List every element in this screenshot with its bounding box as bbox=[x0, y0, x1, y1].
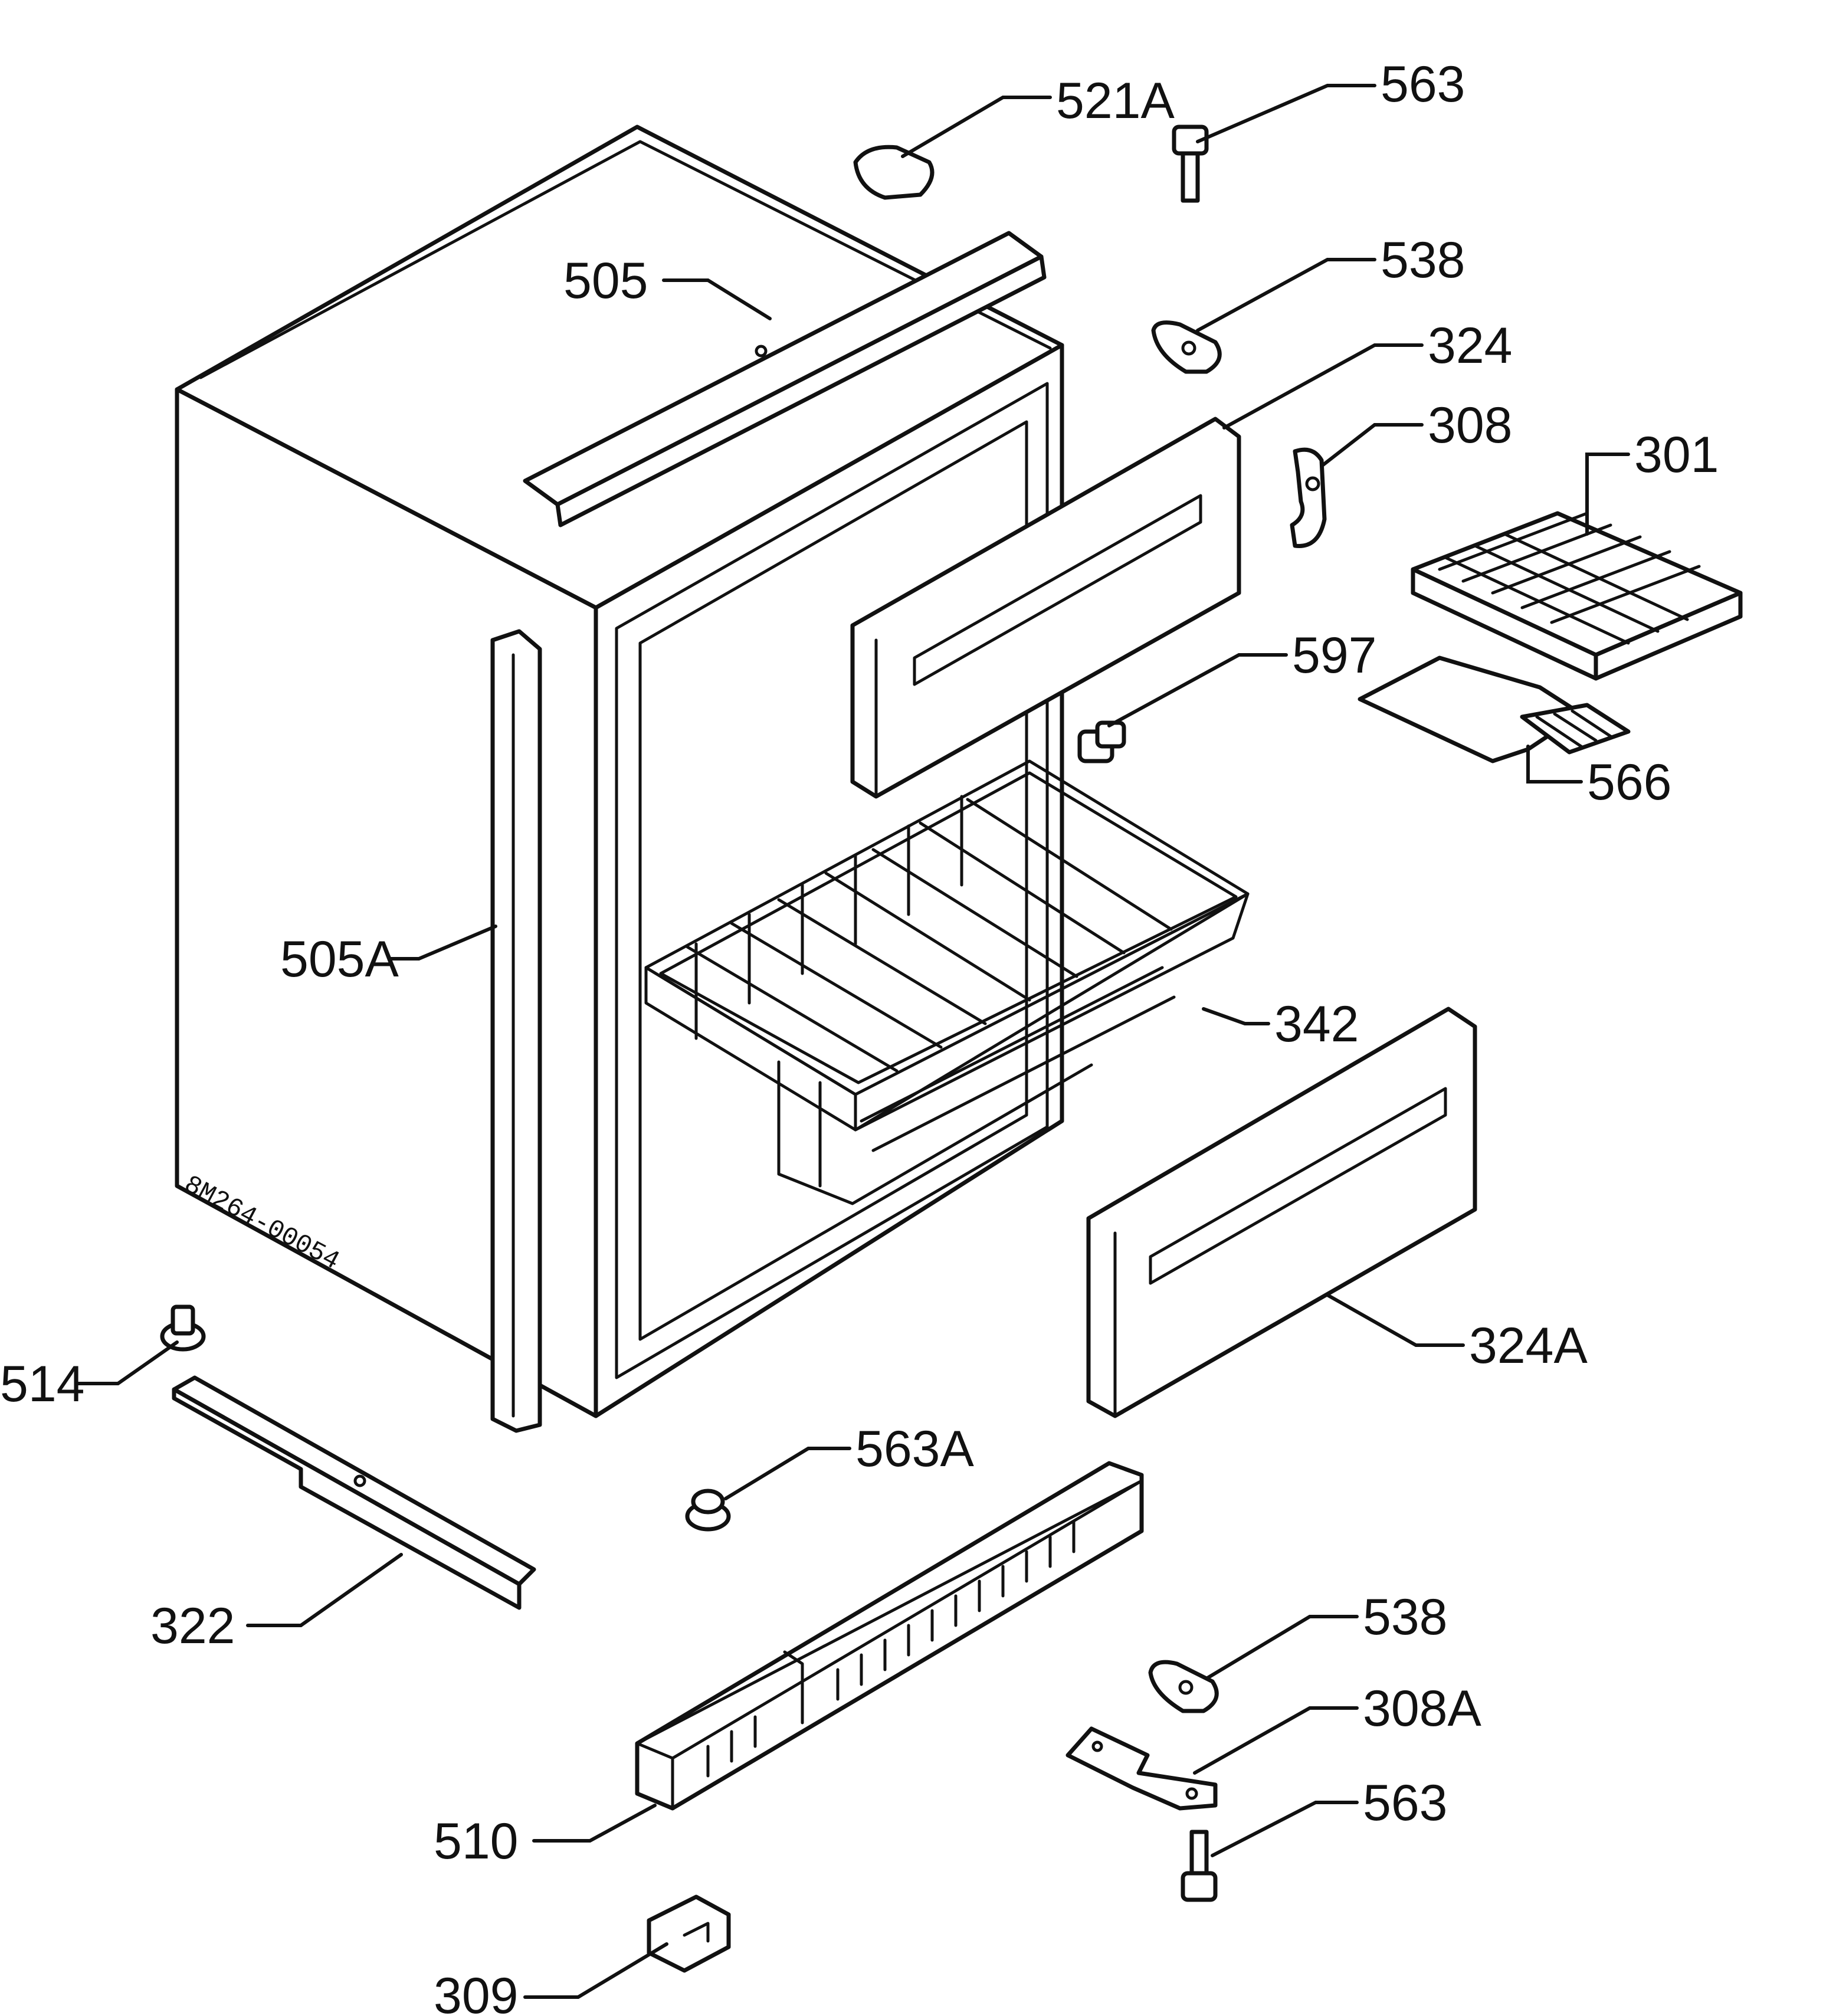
part-538-bottom-hinge bbox=[1148, 1660, 1219, 1713]
part-324A-lower-flap bbox=[1086, 1007, 1477, 1418]
part-308-hinge bbox=[1290, 447, 1327, 548]
callout-324A: 324A bbox=[1469, 1317, 1588, 1374]
part-566-scraper bbox=[1358, 655, 1631, 763]
part-309-clip bbox=[647, 1894, 731, 1973]
callout-563A: 563A bbox=[855, 1421, 974, 1477]
callout-324: 324 bbox=[1428, 317, 1513, 374]
leader-lines bbox=[75, 84, 1630, 1999]
part-301-ice-tray bbox=[1411, 511, 1743, 681]
part-514-foot bbox=[160, 1304, 206, 1352]
part-505A-side-rail bbox=[490, 629, 542, 1433]
part-505-top-rail bbox=[523, 231, 1047, 527]
part-597-pin bbox=[1077, 720, 1126, 763]
part-342-basket bbox=[644, 759, 1250, 1205]
callout-308: 308 bbox=[1428, 397, 1513, 454]
callout-563-bottom: 563 bbox=[1363, 1775, 1448, 1831]
part-563-bottom-screw bbox=[1181, 1830, 1218, 1902]
callout-563-top: 563 bbox=[1381, 56, 1465, 113]
callout-301: 301 bbox=[1634, 427, 1719, 483]
callout-510: 510 bbox=[434, 1813, 519, 1870]
callout-566: 566 bbox=[1587, 754, 1672, 811]
callout-597: 597 bbox=[1292, 627, 1377, 684]
part-322-bottom-rail bbox=[172, 1375, 536, 1610]
part-324-upper-flap bbox=[850, 417, 1241, 799]
callout-309: 309 bbox=[434, 1968, 519, 2016]
callout-538-top: 538 bbox=[1381, 232, 1465, 289]
callout-322: 322 bbox=[150, 1598, 235, 1654]
callout-308A: 308A bbox=[1363, 1680, 1481, 1737]
part-521A-cap bbox=[853, 145, 935, 200]
part-538-top-hinge bbox=[1151, 320, 1222, 374]
part-308A-bottom-hinge bbox=[1065, 1726, 1218, 1811]
part-510-plinth bbox=[635, 1461, 1144, 1811]
part-563-top-screw bbox=[1172, 124, 1209, 203]
callout-538-bottom: 538 bbox=[1363, 1589, 1448, 1645]
callout-342: 342 bbox=[1274, 996, 1359, 1053]
callout-505A: 505A bbox=[280, 931, 399, 988]
part-563A-nut bbox=[685, 1489, 731, 1532]
callout-labels: 521A 563 505 538 324 308 301 597 566 505… bbox=[0, 56, 1719, 2016]
callout-514: 514 bbox=[0, 1356, 85, 1412]
callout-505: 505 bbox=[563, 253, 648, 309]
callout-521A: 521A bbox=[1056, 73, 1175, 129]
